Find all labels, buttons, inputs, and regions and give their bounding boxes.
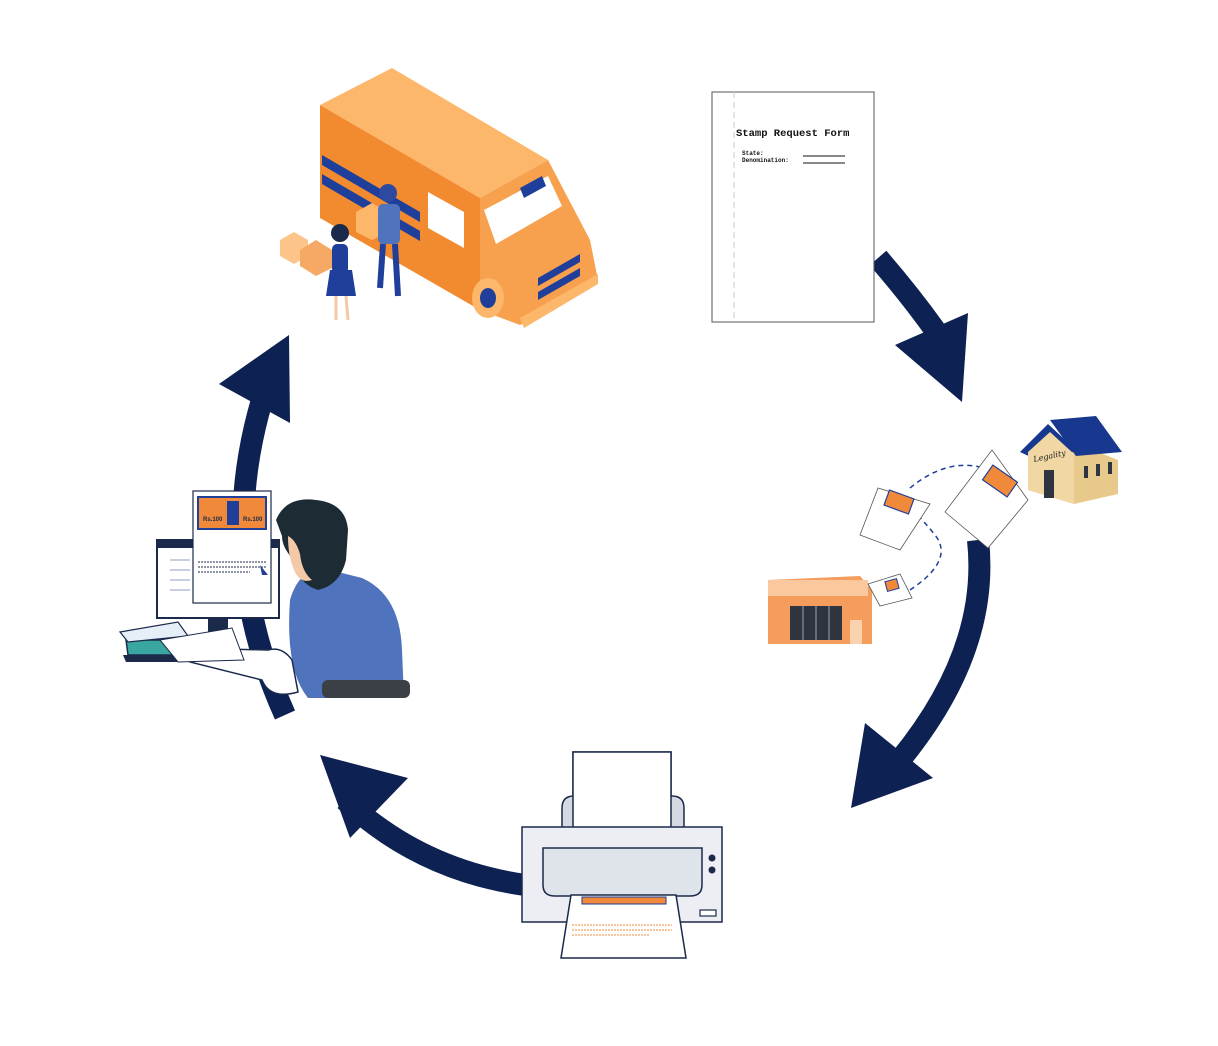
stamp-paper-large-icon <box>944 449 1029 549</box>
arrow-delivery-to-printer-path <box>891 538 991 767</box>
stamp-paper-medium-icon <box>859 487 931 551</box>
form-title: Stamp Request Form <box>736 128 849 140</box>
stamp-value-left: Rs.100 <box>203 517 223 523</box>
vendor-shop-icon <box>768 576 872 644</box>
arrow-heads <box>219 313 968 838</box>
form-denomination-label: Denomination: <box>742 157 789 164</box>
arrow-head-bottom <box>320 755 408 838</box>
printed-stamp-paper <box>560 894 687 959</box>
form-sheet <box>711 91 875 323</box>
legality-office-house-icon: Legality <box>1020 416 1122 504</box>
stamp-request-form-icon: Stamp Request Form State: Denomination: <box>711 91 875 323</box>
vendor-to-office-icon: Legality <box>768 416 1122 644</box>
arrow-head-right <box>851 723 933 808</box>
delivery-van-icon <box>280 68 598 328</box>
stamp-paper-small-icon <box>867 573 913 607</box>
stamp-value-right: Rs.100 <box>243 517 263 523</box>
arrow-form-to-delivery-path <box>869 250 944 337</box>
person-at-computer-icon: Rs.100 Rs.100 <box>118 490 410 698</box>
printer-icon <box>521 751 723 959</box>
arrow-head-left <box>219 335 290 423</box>
form-state-label: State: <box>742 150 764 157</box>
arrow-head-top-right <box>895 313 968 402</box>
